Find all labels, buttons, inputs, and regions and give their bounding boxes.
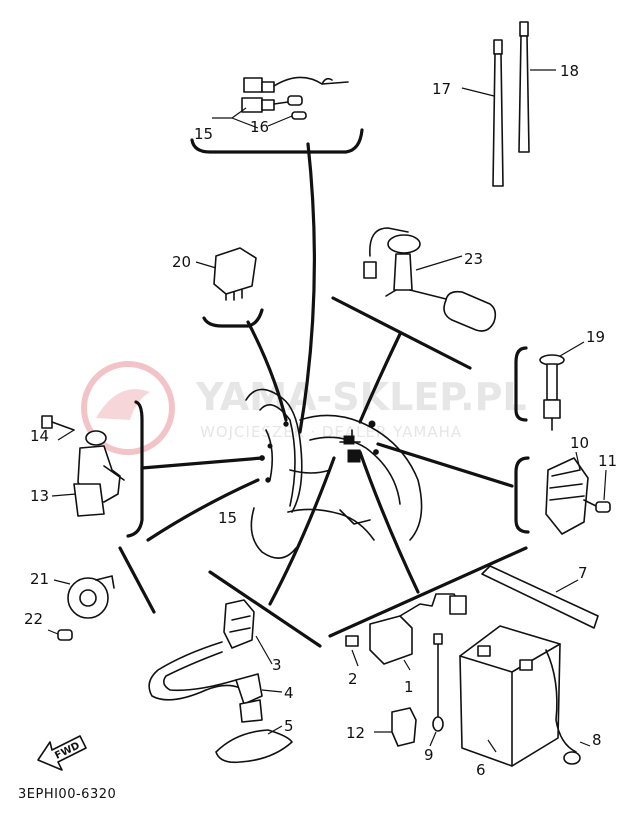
- part-21-horn: [47, 575, 115, 641]
- bracket-top: [190, 128, 364, 154]
- callout-5: 5: [284, 717, 294, 735]
- callout-11: 11: [598, 452, 617, 470]
- diagram-code: 3EPHI00-6320: [18, 787, 116, 802]
- callout-21: 21: [30, 570, 49, 588]
- group-brackets: [118, 128, 530, 648]
- part-10-regulator: [545, 451, 611, 535]
- motorcycle-frame: [245, 388, 423, 559]
- bracket-battery: [328, 546, 528, 638]
- callout-15b: 15: [218, 509, 237, 527]
- part-9-ground-lead: [429, 633, 444, 747]
- callout-22: 22: [24, 610, 43, 628]
- callout-8: 8: [592, 731, 602, 749]
- harness-lines: [140, 142, 514, 606]
- part-15-connectors: [212, 76, 349, 129]
- callout-12: 12: [346, 724, 365, 742]
- part-17-18-straps: [461, 21, 556, 187]
- watermark: YAMA-SKLEP.PL WOJCIESZEK · DEALER YAMAHA: [81, 361, 527, 455]
- callout-3: 3: [272, 656, 282, 674]
- callout-15: 15: [194, 125, 213, 143]
- callout-6: 6: [476, 761, 486, 779]
- bracket-relay: [202, 308, 264, 328]
- part-19-sensor: [539, 341, 585, 431]
- part-23-fuel-sender: [363, 227, 497, 332]
- callout-16: 16: [250, 118, 269, 136]
- bracket-horn: [118, 546, 156, 614]
- part-6-battery: [459, 565, 599, 767]
- callout-1: 1: [404, 678, 414, 696]
- callout-10: 10: [570, 434, 589, 452]
- part-13-main-switch: [41, 415, 125, 517]
- callout-17: 17: [432, 80, 451, 98]
- callout-4: 4: [284, 684, 294, 702]
- watermark-logo: [81, 361, 175, 455]
- bracket-right-top: [514, 346, 528, 422]
- watermark-subtitle: WOJCIESZEK · DEALER YAMAHA: [200, 423, 462, 441]
- callout-9: 9: [424, 746, 434, 764]
- callout-2: 2: [348, 670, 358, 688]
- callout-18: 18: [560, 62, 579, 80]
- callout-7: 7: [578, 564, 588, 582]
- callout-13: 13: [30, 487, 49, 505]
- part-20-relay: [195, 247, 257, 301]
- fwd-arrow: FWD: [37, 735, 87, 771]
- center-connectors: [259, 420, 379, 483]
- callout-20: 20: [172, 253, 191, 271]
- part-3-ignition-coil: [148, 599, 293, 764]
- bracket-coil: [208, 570, 322, 648]
- watermark-logo-mark: [96, 389, 150, 420]
- callouts: 1 2 3 4 5 6 7 8 9 10 11 12 13 14 15 15 1…: [24, 62, 617, 779]
- callout-19: 19: [586, 328, 605, 346]
- bracket-left: [126, 400, 144, 538]
- bracket-right-mid: [514, 456, 530, 534]
- callout-14: 14: [30, 427, 49, 445]
- callout-23: 23: [464, 250, 483, 268]
- part-1-cdi-unit: [345, 593, 467, 747]
- bracket-fuel: [331, 296, 472, 370]
- watermark-title: YAMA-SKLEP.PL: [195, 375, 527, 419]
